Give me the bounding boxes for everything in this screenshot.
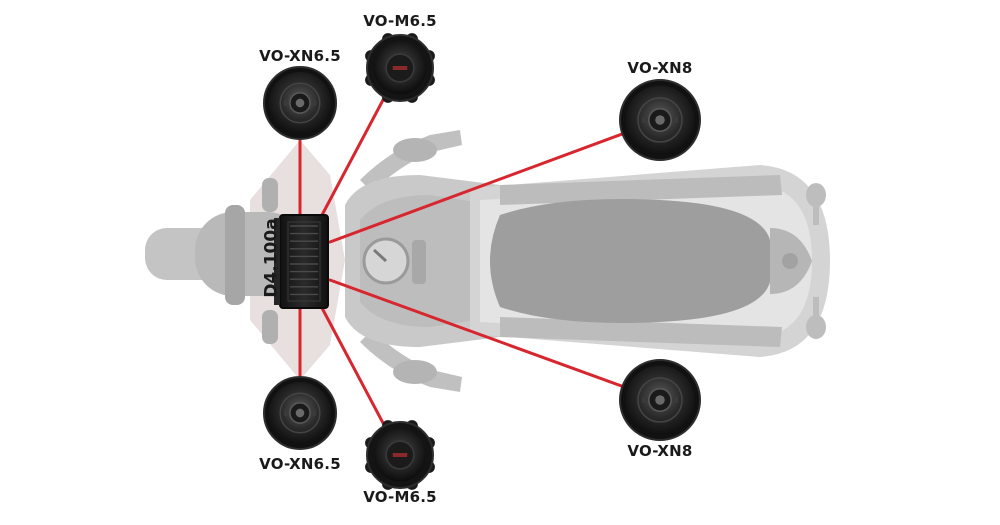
signal-stem-bottom: [813, 297, 819, 317]
stripe-bottom: [500, 317, 782, 347]
coaxial-speaker-top-left: [263, 66, 337, 140]
amplifier-fins: [290, 225, 318, 296]
brand-badge: [392, 66, 408, 70]
speaker-label-top-left: VO-XN6.5: [259, 47, 341, 65]
wire-bottom-right: [328, 278, 662, 402]
mirror-top: [262, 178, 278, 212]
amplifier-label: D4.100a: [261, 218, 282, 298]
speaker-surround: [637, 377, 683, 423]
midrange-speaker-top-mid: [365, 33, 435, 103]
grip-top: [393, 138, 437, 162]
speaker-surround: [279, 82, 321, 124]
tweeter-dome: [295, 408, 305, 418]
speaker-label-bottom-left: VO-XN6.5: [259, 455, 341, 473]
stripe-top: [500, 175, 782, 205]
amplifier-flange: [274, 218, 280, 305]
amplifier-heatsink-frame: [287, 221, 321, 302]
turn-signal-top: [806, 183, 826, 207]
fuel-tank-inner: [360, 195, 505, 327]
mirror-bottom: [262, 310, 278, 344]
fork-left: [225, 205, 245, 305]
motorcycle-silhouette: [145, 130, 830, 392]
turn-signal-bottom: [806, 315, 826, 339]
coaxial-speaker-bottom-left: [263, 376, 337, 450]
brand-badge: [392, 453, 408, 457]
speaker-surround: [637, 97, 683, 143]
tweeter-dome: [655, 115, 665, 125]
speaker-surround: [279, 392, 321, 434]
speaker-label-top-right: VO-XN8: [627, 59, 693, 77]
speaker-label-bottom-mid: VO-M6.5: [363, 488, 437, 506]
tail-light: [782, 253, 798, 269]
seat: [490, 199, 774, 323]
midrange-speaker-bottom-mid: [365, 420, 435, 490]
speaker-label-top-mid: VO-M6.5: [363, 12, 437, 30]
tweeter-dome: [295, 98, 305, 108]
signal-stem-top: [813, 205, 819, 225]
coaxial-speaker-bottom-right: [619, 359, 701, 441]
speaker-group: [263, 33, 701, 490]
tank-console: [412, 240, 426, 284]
speaker-label-bottom-right: VO-XN8: [627, 442, 693, 460]
wire-top-right: [328, 118, 662, 244]
coaxial-speaker-top-right: [619, 79, 701, 161]
grip-bottom: [393, 360, 437, 384]
gauge-needle: [372, 248, 388, 263]
tweeter-dome: [655, 395, 665, 405]
amplifier: [274, 214, 329, 309]
